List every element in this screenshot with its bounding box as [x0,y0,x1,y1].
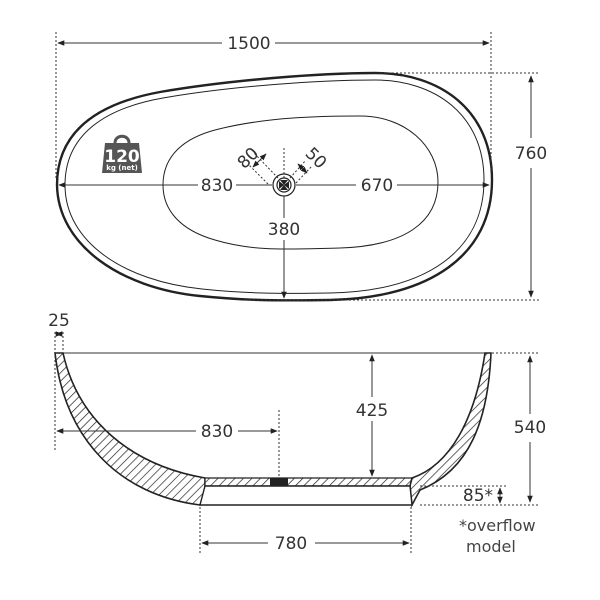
weight-badge: 120 kg (net) [102,134,142,173]
left-wall-section [54,352,206,506]
dim-drain-from-left-section: 830 [201,422,233,442]
drain-section-icon [270,478,288,486]
dim-overall-width: 760 [515,144,547,164]
footnote-line1: *overflow [459,516,536,535]
right-wall-section [409,352,492,508]
tub-inner-rim [64,79,485,294]
dim-overall-height: 540 [514,418,546,438]
dim-overall-length: 1500 [227,34,270,54]
dim-drain-from-right-plan: 670 [361,176,393,196]
footnote-line2: model [466,537,516,556]
dim-inner-depth: 425 [356,401,388,421]
dim-base-width: 780 [275,534,307,554]
weight-icon [102,134,142,173]
base-plinth [199,485,413,506]
dim-rim-thickness: 25 [48,311,70,331]
dim-drain-from-left-plan: 830 [201,176,233,196]
section-view: 25 830 425 540 85* 780 *overflow model [48,311,546,556]
dim-drain-offset-a: 80 [234,144,263,173]
weight-value: 120 [104,147,140,167]
tub-basin-outline [162,115,439,250]
dim-drain-from-edge: 380 [268,220,300,240]
dim-overflow-height: 85* [463,486,493,506]
dim-drain-offset-b: 50 [301,144,330,173]
drain-icon [272,173,296,197]
plan-view: 1500 760 830 670 380 80 50 [55,32,547,302]
tub-outer-rim [55,71,494,302]
weight-unit: kg (net) [106,164,138,172]
bottom-section [204,477,413,487]
